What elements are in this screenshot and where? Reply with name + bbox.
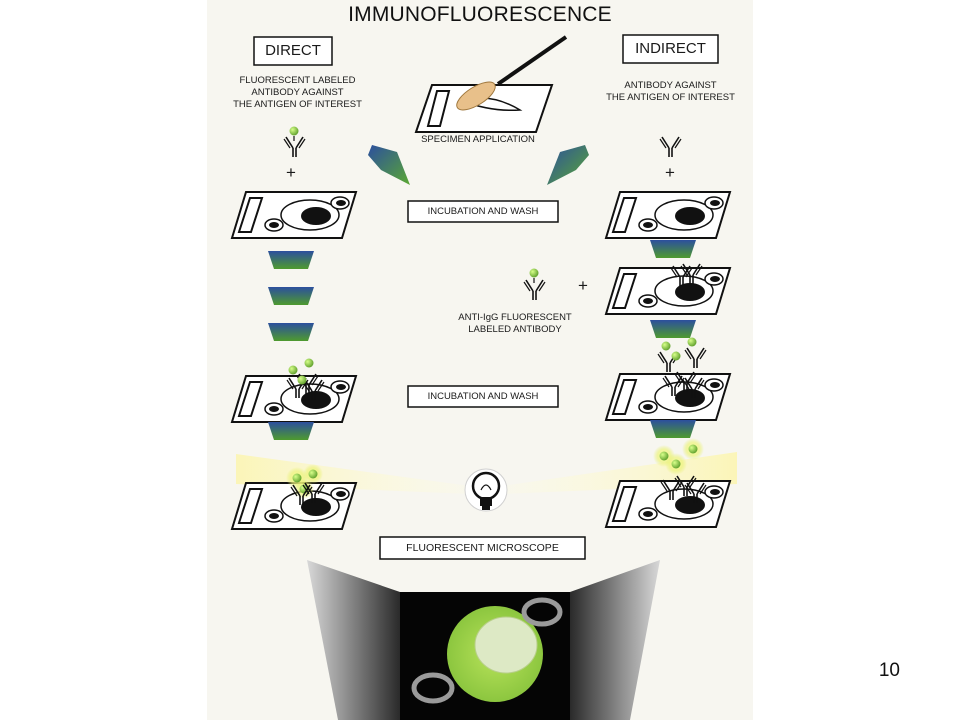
view-cone-left xyxy=(307,560,400,720)
indirect-secondary-bound xyxy=(657,337,707,399)
direct-glowing-antibodies xyxy=(286,464,325,506)
indirect-slide-1 xyxy=(605,191,731,239)
direct-slide-3 xyxy=(231,482,357,530)
direct-caption-line-3: THE ANTIGEN OF INTEREST xyxy=(233,99,362,110)
indirect-caption-line-1: ANTIBODY AGAINST xyxy=(624,80,717,91)
specimen-slide xyxy=(414,84,554,133)
fluorescent-microscope-label: FLUORESCENT MICROSCOPE xyxy=(406,542,559,554)
indirect-heading-box xyxy=(622,34,719,64)
direct-heading-box xyxy=(253,36,333,66)
direct-bound-antibodies xyxy=(286,358,325,401)
microscope-cell xyxy=(447,606,543,702)
direct-arrow-4 xyxy=(268,422,314,440)
direct-heading: DIRECT xyxy=(265,42,321,59)
direct-slide-1 xyxy=(231,191,357,239)
swab-icon xyxy=(456,35,568,111)
diagonal-arrow-right xyxy=(547,145,589,185)
secondary-plus: + xyxy=(578,276,588,295)
direct-caption-line-2: ANTIBODY AGAINST xyxy=(251,87,344,98)
view-cone-right xyxy=(570,560,660,720)
indirect-plus: + xyxy=(665,163,675,182)
direct-arrow-3 xyxy=(268,323,314,341)
incubation-wash-label-2: INCUBATION AND WASH xyxy=(427,391,539,402)
page-number: 10 xyxy=(878,660,900,681)
direct-slide-2 xyxy=(231,375,357,423)
indirect-caption-line-2: THE ANTIGEN OF INTEREST xyxy=(606,92,735,103)
indirect-slide-2 xyxy=(605,267,731,315)
direct-caption: FLUORESCENT LABELED ANTIBODY AGAINST THE… xyxy=(215,75,380,111)
direct-free-antibody xyxy=(283,126,306,158)
incubation-wash-box-1 xyxy=(407,200,559,223)
secondary-caption: ANTI-IgG FLUORESCENT LABELED ANTIBODY xyxy=(440,312,590,336)
direct-arrow-1 xyxy=(268,251,314,269)
diagram-title: IMMUNOFLUORESCENCE xyxy=(348,3,612,26)
diagonal-arrow-left xyxy=(368,145,410,185)
indirect-arrow-2 xyxy=(650,320,696,338)
direct-arrow-2 xyxy=(268,287,314,305)
fluorescent-microscope-box xyxy=(379,536,586,560)
incubation-wash-box-2 xyxy=(407,385,559,408)
direct-caption-line-1: FLUORESCENT LABELED xyxy=(239,75,356,86)
indirect-glowing-antibodies xyxy=(653,438,707,504)
indirect-arrow-1 xyxy=(650,240,696,258)
indirect-heading: INDIRECT xyxy=(635,40,706,57)
microscope-ring-top xyxy=(521,597,563,627)
incubation-wash-label-1: INCUBATION AND WASH xyxy=(427,206,539,217)
light-bulb-icon xyxy=(464,468,508,512)
specimen-application-label: SPECIMEN APPLICATION xyxy=(421,134,535,145)
direct-plus: + xyxy=(286,163,296,182)
microscope-ring-bottom xyxy=(411,672,455,704)
indirect-arrow-3 xyxy=(650,420,696,438)
secondary-caption-line-1: ANTI-IgG FLUORESCENT xyxy=(458,312,572,323)
indirect-caption: ANTIBODY AGAINST THE ANTIGEN OF INTEREST xyxy=(588,80,753,104)
secondary-caption-line-2: LABELED ANTIBODY xyxy=(468,324,562,335)
secondary-free-antibody xyxy=(523,268,546,301)
